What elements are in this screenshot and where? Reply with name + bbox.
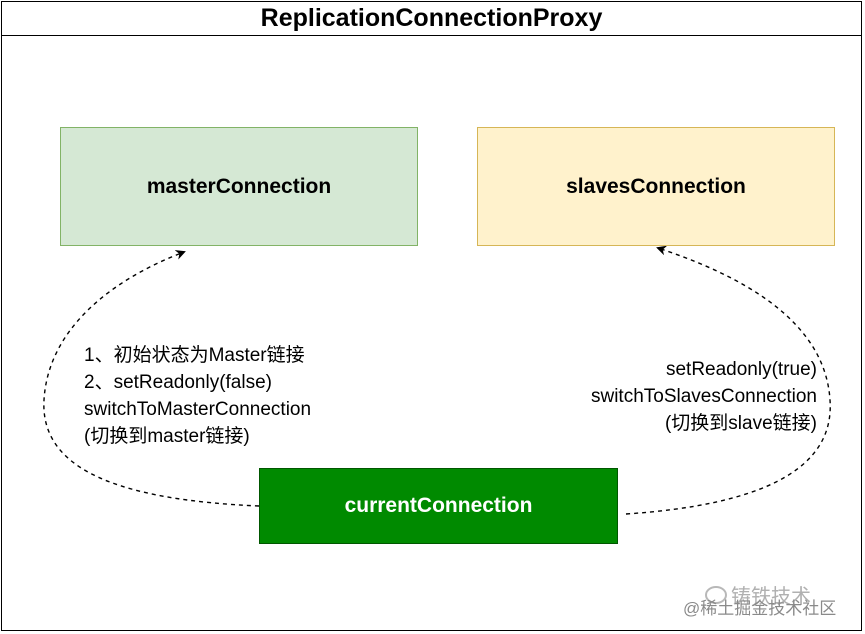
edge-label-to-master: 1、初始状态为Master链接 2、setReadonly(false) swi… [84, 342, 311, 450]
edge-label-line: switchToSlavesConnection [590, 386, 817, 407]
master-connection-label: masterConnection [146, 174, 332, 198]
edge-current-to-master [43, 250, 260, 507]
edge-label-to-slaves: setReadonly(true) switchToSlavesConnecti… [591, 356, 817, 437]
slaves-connection-node: slavesConnection [477, 127, 835, 246]
edge-label-line: setReadonly(true) [665, 359, 817, 380]
current-connection-label: currentConnection [344, 494, 533, 517]
diagram-title: ReplicationConnectionProxy [1, 1, 862, 36]
edge-label-line: 1、初始状态为Master链接 [84, 345, 305, 366]
slaves-connection-label: slavesConnection [566, 174, 746, 198]
watermark-account-text: 铸铁技术 [731, 586, 811, 608]
watermark-site: @稀土掘金技术社区 [683, 594, 836, 619]
current-connection-node: currentConnection [259, 468, 618, 544]
edge-label-line: 2、setReadonly(false) [84, 372, 272, 393]
watermark-account: 铸铁技术 [705, 580, 811, 609]
edge-current-to-slaves [625, 245, 831, 515]
watermark-site-text: @稀土掘金技术社区 [683, 599, 837, 618]
edge-label-line: (切换到slave链接) [664, 413, 817, 434]
edge-label-line: (切换到master链接) [84, 426, 250, 447]
master-connection-node: masterConnection [60, 127, 418, 246]
edge-label-line: switchToMasterConnection [84, 399, 312, 420]
wechat-icon [705, 585, 727, 604]
